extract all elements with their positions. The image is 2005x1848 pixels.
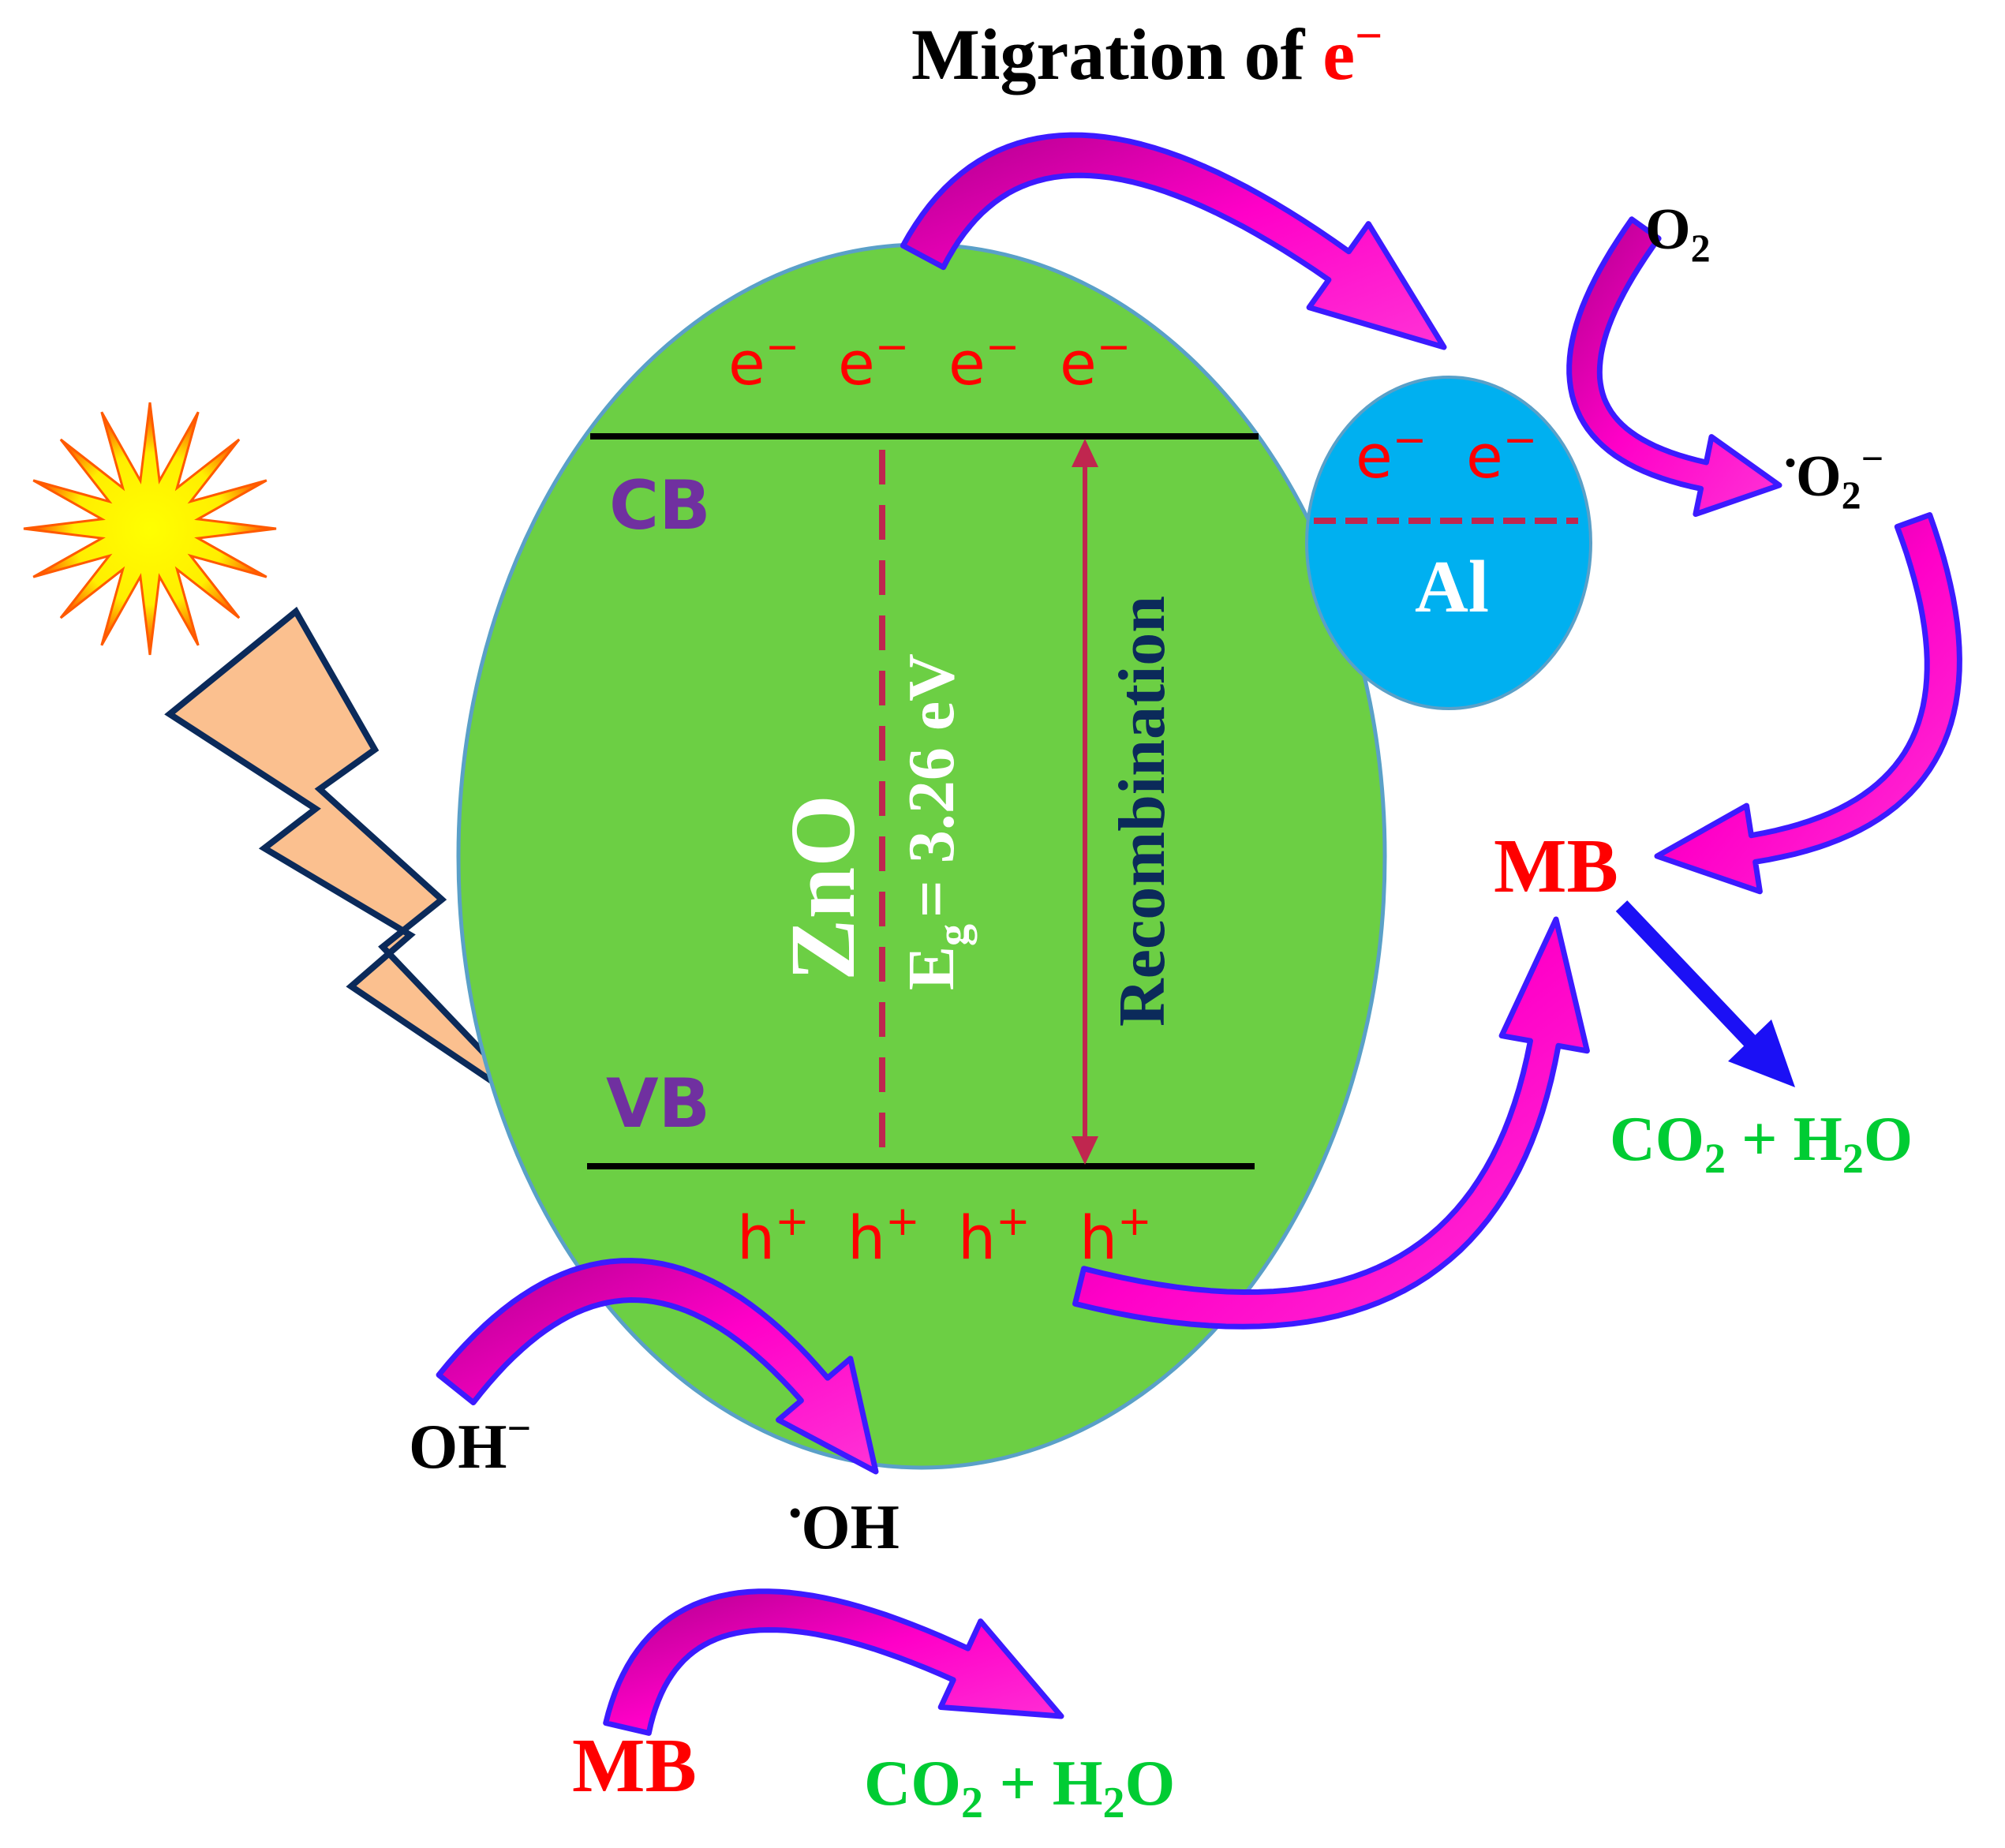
o2-reduction-arrow [1566, 216, 1782, 518]
sun-icon [23, 402, 277, 656]
al-label: Al [1415, 546, 1489, 628]
hole-label: h+ [737, 1198, 810, 1273]
recombination-arrow [1072, 439, 1098, 1165]
electron-label: e− [1466, 417, 1537, 492]
cb-label: CB [609, 466, 711, 545]
products-label-bottom: CO2 + H2O [864, 1747, 1175, 1827]
superoxide-to-mb-arrow [1654, 512, 1962, 895]
hole-row: h+ h+ h+ h+ [737, 1198, 1152, 1273]
title: Migration of e− [911, 9, 1382, 95]
recombination-label: Recombination [1105, 596, 1179, 1027]
electron-label: e− [948, 324, 1019, 398]
electron-migration-arrow [900, 132, 1447, 350]
hydroxyl-radical-label: •OH [789, 1493, 900, 1562]
hole-label: h+ [847, 1198, 920, 1273]
electron-row: e− e− e− e− [728, 324, 1131, 398]
band-gap-label: Eg= 3.26 eV [895, 653, 978, 990]
electron-label: e− [1356, 417, 1427, 492]
zno-label: ZnO [771, 795, 874, 981]
electron-label: e− [1060, 324, 1131, 398]
degradation-arrow [1615, 900, 1795, 1087]
mb-degradation-arrow-bottom [603, 1588, 1064, 1736]
electron-label: e− [728, 324, 799, 398]
mb-label-bottom: MB [572, 1723, 697, 1809]
vb-label: VB [606, 1064, 710, 1143]
al-particle [1305, 376, 1592, 710]
hole-to-mb-arrow [1072, 916, 1590, 1330]
hole-label: h+ [958, 1198, 1031, 1273]
hydroxide-label: OH− [409, 1405, 531, 1482]
superoxide-label: •O2− [1785, 436, 1883, 517]
al-electron-row: e− e− [1356, 417, 1537, 492]
lightning-bolt-icon [164, 606, 547, 1120]
hole-label: h+ [1079, 1198, 1152, 1273]
products-label-right: CO2 + H2O [1610, 1105, 1913, 1182]
reaction-arrows [436, 132, 1962, 1736]
hydroxide-oxidation-arrow [436, 1258, 879, 1475]
o2-label: O2 [1645, 197, 1711, 270]
mb-label-right: MB [1494, 824, 1618, 909]
electron-label: e− [838, 324, 909, 398]
